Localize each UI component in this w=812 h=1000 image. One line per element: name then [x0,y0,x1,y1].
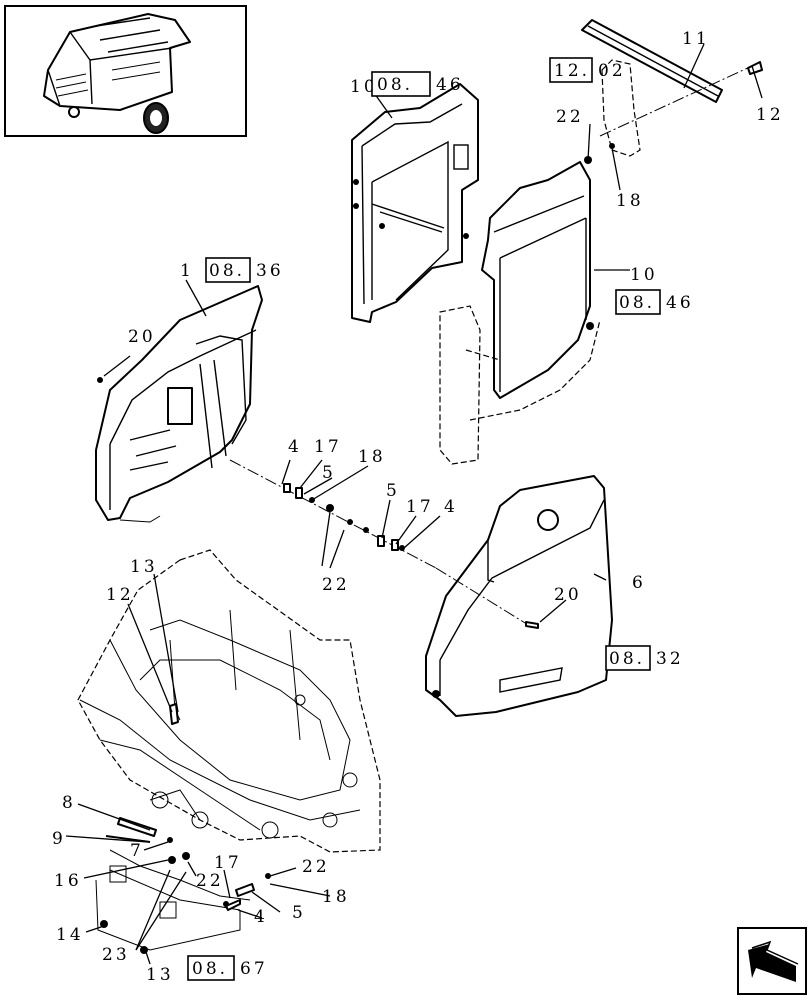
callout-4: 4 [254,907,268,927]
callout-23: 23 [102,945,130,965]
callout-17: 17 [406,497,434,517]
part-10-door-panel [439,161,601,465]
part-11-rail [581,19,763,164]
svg-text:08.: 08. [377,75,413,95]
svg-text:08.: 08. [609,649,645,669]
callout-5: 5 [322,463,336,483]
callout-14: 14 [56,925,84,945]
callout-9: 9 [52,829,66,849]
callout-22: 22 [196,871,224,891]
callout-16: 16 [54,871,82,891]
callout-4: 4 [288,437,302,457]
reference-08-46-top[interactable]: 08. 46 [371,71,464,97]
callout-10: 10 [630,265,658,285]
callout-18: 18 [358,447,386,467]
svg-text:12.: 12. [554,61,590,81]
callout-22: 22 [322,575,350,595]
callout-7: 7 [130,841,144,861]
svg-text:02: 02 [598,61,626,81]
callout-labels: 1 10 10 11 12 12 13 13 14 16 17 17 17 18… [52,29,784,985]
callout-20: 20 [554,585,582,605]
svg-text:46: 46 [436,75,464,95]
reference-12-02[interactable]: 12. 02 [549,57,626,83]
callout-17: 17 [214,853,242,873]
callout-13: 13 [146,965,174,985]
callout-22: 22 [556,107,584,127]
hardware-chain [229,459,539,629]
part-6-side-shield [425,475,613,717]
callout-8: 8 [62,793,76,813]
callout-18: 18 [322,887,350,907]
callout-12: 12 [756,105,784,125]
callout-10: 10 [350,77,378,97]
callout-5: 5 [386,481,400,501]
svg-text:08.: 08. [192,959,228,979]
callout-5: 5 [292,903,306,923]
reference-08-36[interactable]: 08. 36 [205,257,284,283]
reference-08-32[interactable]: 08. 32 [605,645,684,671]
svg-text:32: 32 [656,649,684,669]
reference-08-67[interactable]: 08. 67 [187,955,268,981]
callout-18: 18 [616,191,644,211]
callout-22: 22 [302,857,330,877]
svg-text:67: 67 [240,959,268,979]
callout-4: 4 [444,497,458,517]
callout-20: 20 [128,327,156,347]
callout-1: 1 [180,261,194,281]
reference-08-46-right[interactable]: 08. 46 [615,289,694,315]
svg-text:36: 36 [256,261,284,281]
callout-17: 17 [314,437,342,457]
svg-text:08.: 08. [209,261,245,281]
callout-13: 13 [130,557,158,577]
callout-12: 12 [106,585,134,605]
machine-thumbnail-icon[interactable] [4,5,247,137]
leader-lines [65,43,763,965]
previous-page-arrow-icon[interactable] [737,927,807,995]
svg-text:46: 46 [666,293,694,313]
part-10-frame-shield [351,83,479,323]
svg-text:08.: 08. [619,293,655,313]
part-1-side-shield [95,285,263,523]
callout-6: 6 [632,573,646,593]
callout-11: 11 [682,29,710,49]
